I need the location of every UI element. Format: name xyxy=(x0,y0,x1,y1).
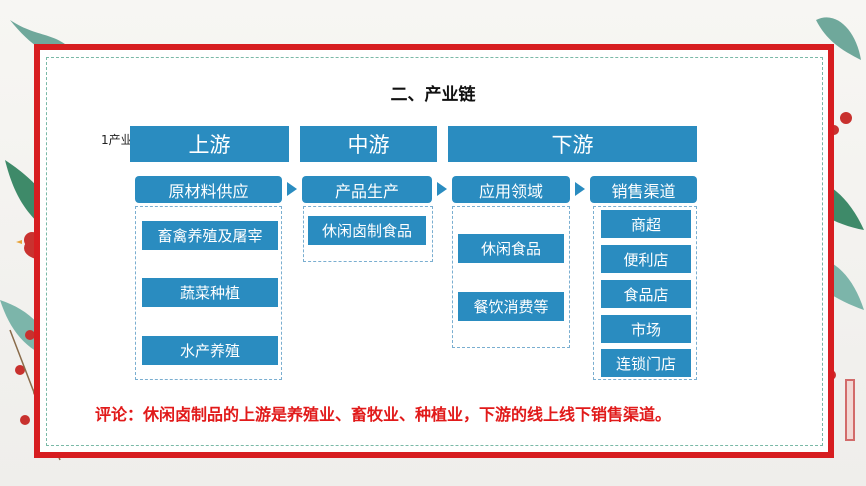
group-production xyxy=(303,206,433,262)
item-snack-food: 休闲食品 xyxy=(458,234,564,263)
stage-raw-materials: 原材料供应 xyxy=(135,176,282,203)
arrow-icon xyxy=(437,182,447,196)
item-livestock: 畜禽养殖及屠宰 xyxy=(142,221,278,250)
header-upstream: 上游 xyxy=(130,126,289,162)
comment-text: 评论：休闲卤制品的上游是养殖业、畜牧业、种植业，下游的线上线下销售渠道。 xyxy=(95,405,672,424)
stage-sales-channels: 销售渠道 xyxy=(590,176,697,203)
header-downstream: 下游 xyxy=(448,126,697,162)
stage-production: 产品生产 xyxy=(302,176,432,203)
group-raw-materials xyxy=(135,206,282,380)
header-midstream: 中游 xyxy=(300,126,437,162)
slide-subtitle: 1产业 xyxy=(101,133,133,147)
item-market: 市场 xyxy=(601,315,691,343)
item-braised-snacks: 休闲卤制食品 xyxy=(308,216,426,245)
stage-applications: 应用领域 xyxy=(452,176,570,203)
item-food-store: 食品店 xyxy=(601,280,691,308)
item-dining: 餐饮消费等 xyxy=(458,292,564,321)
group-sales-channels xyxy=(593,206,697,380)
item-aquaculture: 水产养殖 xyxy=(142,336,278,365)
slide-inner-border xyxy=(46,57,823,446)
group-applications xyxy=(452,206,570,348)
item-vegetables: 蔬菜种植 xyxy=(142,278,278,307)
item-convenience-store: 便利店 xyxy=(601,245,691,273)
slide-title: 二、产业链 xyxy=(390,85,476,105)
item-chain-store: 连锁门店 xyxy=(601,349,691,377)
candy-cane-icon xyxy=(845,379,855,441)
industry-chain-diagram: 上游 中游 下游 原材料供应 产品生产 应用领域 销售渠道 畜禽养殖及屠宰 蔬菜… xyxy=(130,126,697,380)
arrow-icon xyxy=(575,182,585,196)
arrow-icon xyxy=(287,182,297,196)
item-supermarket: 商超 xyxy=(601,210,691,238)
